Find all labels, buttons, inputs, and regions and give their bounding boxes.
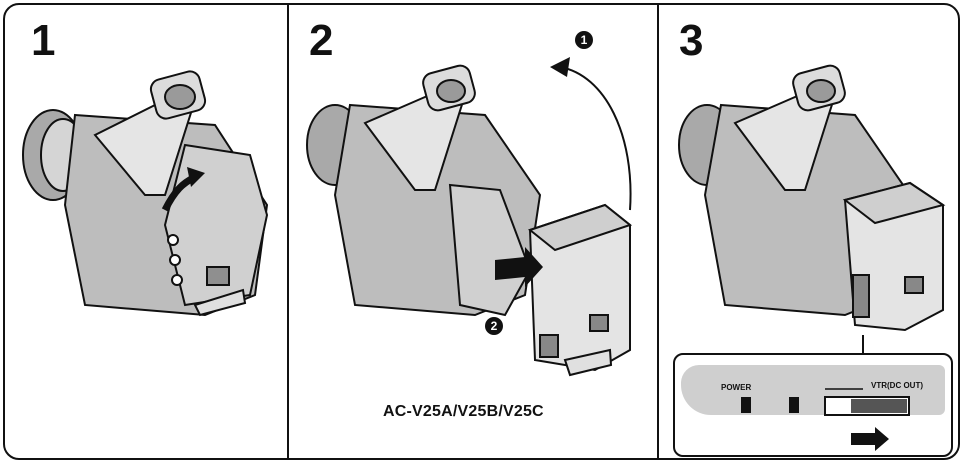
panel-divider-2 bbox=[657, 5, 659, 458]
power-label: POWER bbox=[721, 383, 752, 392]
power-switch-graphic bbox=[741, 388, 910, 451]
callout-1: 1 bbox=[575, 31, 593, 49]
instruction-frame: 1 2 3 bbox=[3, 3, 960, 460]
step-number-3: 3 bbox=[679, 16, 704, 65]
step1-camcorder-illustration bbox=[22, 70, 269, 317]
step2-camcorder-illustration bbox=[306, 57, 633, 377]
step-number-2: 2 bbox=[309, 16, 334, 65]
switch-detail-box: POWER VTR(DC OUT) bbox=[673, 353, 953, 457]
adaptor-model-label: AC-V25A/V25B/V25C bbox=[383, 403, 544, 420]
panel-divider-1 bbox=[287, 5, 289, 458]
callout-2: 2 bbox=[485, 317, 503, 335]
vtr-dc-out-label: VTR(DC OUT) bbox=[871, 381, 923, 390]
step-number-1: 1 bbox=[31, 16, 56, 65]
step3-camcorder-illustration bbox=[678, 64, 946, 355]
